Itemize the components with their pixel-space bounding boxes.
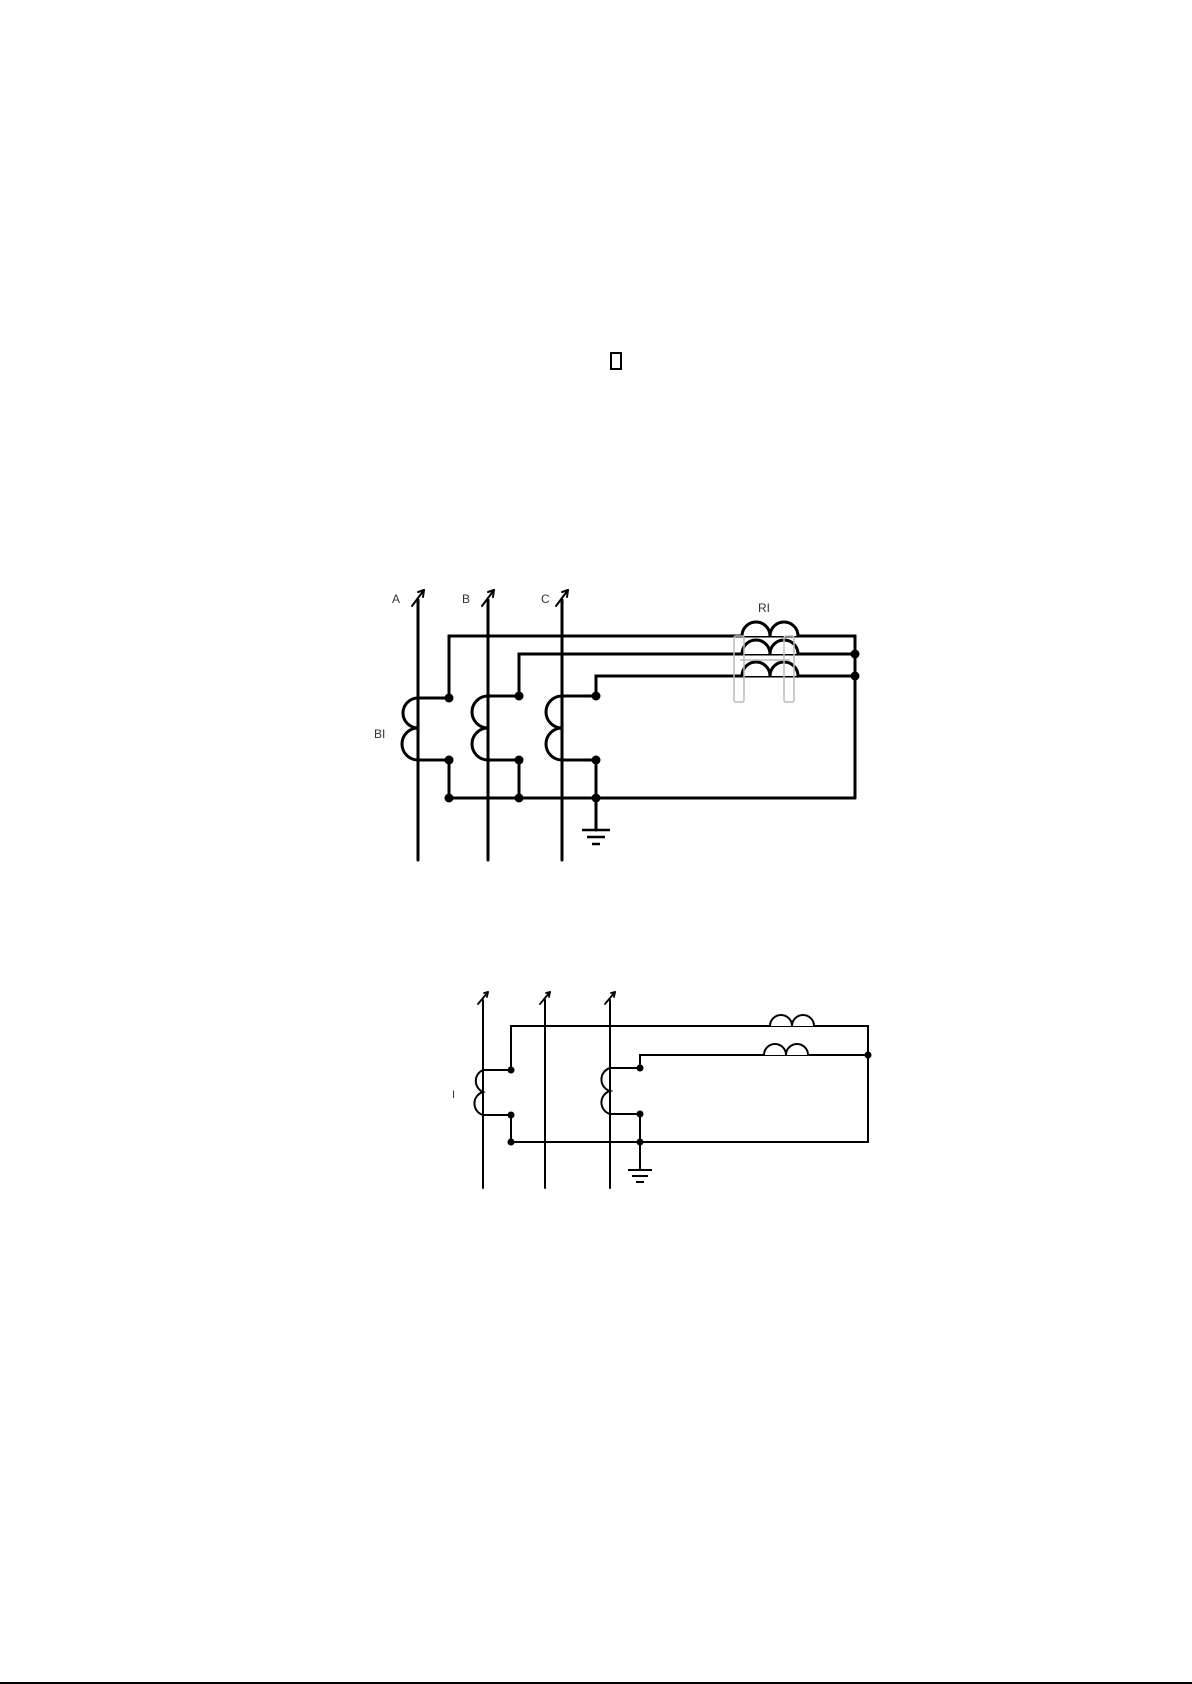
lead-c <box>596 676 855 696</box>
relay-coil-2a <box>770 1015 814 1026</box>
ground-icon-2 <box>628 1170 652 1182</box>
ct-coil-a <box>402 698 449 760</box>
phase-c-label: C <box>541 592 550 606</box>
junction-dots-2 <box>508 1052 872 1146</box>
ground-icon-1 <box>582 830 610 844</box>
relay-coil-b <box>742 640 798 654</box>
ct-label-1: BI <box>374 727 385 741</box>
relay-coil-2c <box>764 1044 808 1055</box>
lead-2c <box>640 1055 868 1068</box>
relay-label-1: RI <box>758 601 770 615</box>
lead-2a <box>511 1026 868 1142</box>
relay-coil-c <box>742 662 798 676</box>
relay-coils-2 <box>764 1015 814 1055</box>
ct-coil-c <box>546 696 596 760</box>
ct-coil-2c <box>601 1068 640 1114</box>
relay-coils-1 <box>742 622 798 676</box>
ct-coil-b <box>472 696 519 760</box>
relay-coil-a <box>742 622 798 636</box>
ct-label-2: I <box>452 1089 455 1101</box>
phase-b-label: B <box>462 592 470 606</box>
ct-coil-2a <box>474 1070 511 1115</box>
phase-a-label: A <box>392 592 400 606</box>
